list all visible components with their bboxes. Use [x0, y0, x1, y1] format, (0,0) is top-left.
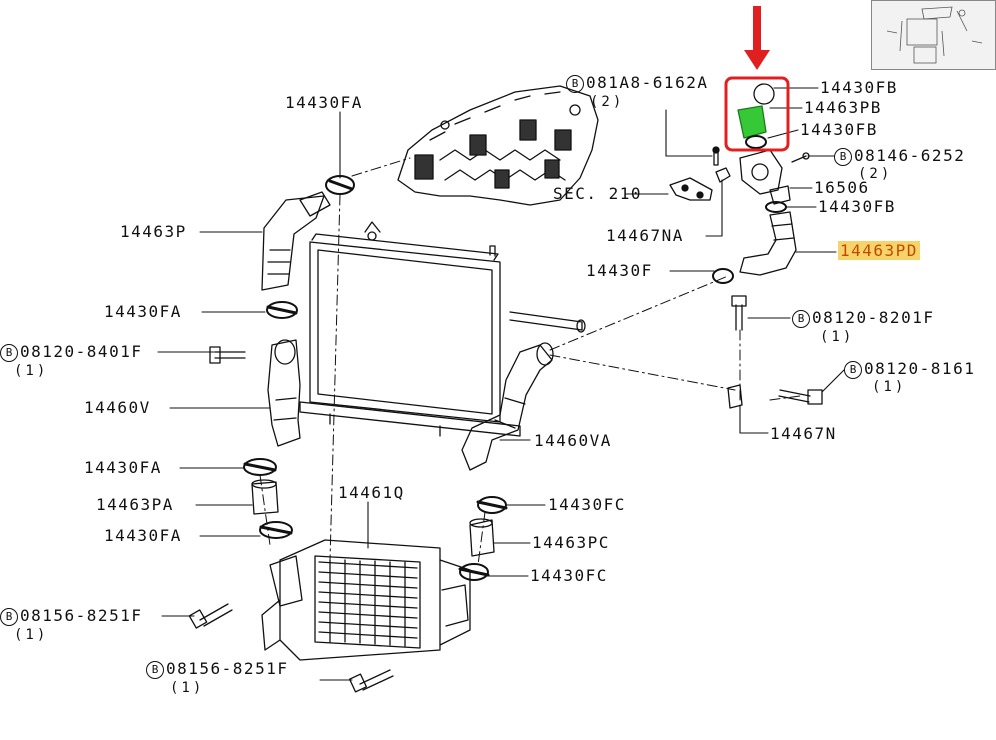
label-14430FC-top: 14430FC: [548, 495, 626, 514]
label-14461Q: 14461Q: [338, 483, 405, 502]
label-14430FA-mid: 14430FA: [104, 302, 182, 321]
bolt-b-icon: B: [834, 148, 852, 166]
highlight-box: [724, 76, 790, 152]
part-number: 08120-8201F: [812, 308, 935, 327]
down-arrow-icon: [744, 6, 770, 70]
engine-block: [397, 85, 599, 206]
bolt-b-icon: B: [146, 661, 164, 679]
label-14463PA: 14463PA: [96, 495, 174, 514]
label-14430FC-bot: 14430FC: [530, 566, 608, 585]
bolt-b-icon: B: [0, 608, 18, 626]
label-14430FB-top: 14430FB: [820, 78, 898, 97]
qty-08156-8251F-bot: (1): [170, 680, 205, 696]
turbo-pipe-assembly: [669, 83, 810, 284]
label-14430FB-low: 14430FB: [818, 197, 896, 216]
part-number: 08120-8401F: [20, 342, 143, 361]
bolt-b-icon: B: [566, 75, 584, 93]
label-14460VA: 14460VA: [534, 431, 612, 450]
part-number: 08156-8251F: [20, 606, 143, 625]
bolt-b-icon: B: [0, 344, 18, 362]
leader-lines: [157, 87, 845, 681]
qty-08120-8201F: (1): [820, 329, 855, 345]
label-14430FA-top: 14430FA: [285, 93, 363, 112]
part-number: 08146-6252: [854, 146, 966, 165]
qty-08146-6252: (2): [858, 166, 893, 182]
label-14430F: 14430F: [586, 261, 653, 280]
label-14430FA-low: 14430FA: [84, 458, 162, 477]
label-14463PC: 14463PC: [532, 533, 610, 552]
bolts: [188, 295, 823, 693]
label-16506: 16506: [814, 178, 870, 197]
intercooler: [261, 539, 471, 661]
part-number: 08156-8251F: [166, 659, 289, 678]
label-14463PB: 14463PB: [804, 98, 882, 117]
highlighted-part-number[interactable]: 14463PD: [838, 241, 920, 260]
label-14467N: 14467N: [770, 424, 837, 443]
center-lines: [199, 157, 801, 566]
overview-thumbnail[interactable]: [871, 0, 996, 70]
part-number: 08120-8161: [864, 359, 976, 378]
label-sec-210: SEC. 210: [553, 184, 643, 203]
bolt-b-icon: B: [792, 310, 810, 328]
label-14460V: 14460V: [84, 398, 151, 417]
bolt-b-icon: B: [844, 361, 862, 379]
qty-08120-8401F: (1): [14, 363, 49, 379]
label-14463PD: 14463PD: [838, 241, 920, 260]
radiator: [299, 221, 586, 437]
intercooler-pipe-left: [243, 339, 303, 607]
label-14430FB-mid: 14430FB: [800, 120, 878, 139]
label-14430FA-bot: 14430FA: [104, 526, 182, 545]
label-14467NA: 14467NA: [606, 226, 684, 245]
qty-08120-8161: (1): [872, 379, 907, 395]
intercooler-pipe-right: [458, 342, 554, 581]
qty-08156-8251F-left: (1): [14, 627, 49, 643]
qty-081A8-6162A: (2): [590, 94, 625, 110]
label-14463P: 14463P: [120, 222, 187, 241]
part-number: 081A8-6162A: [586, 73, 709, 92]
